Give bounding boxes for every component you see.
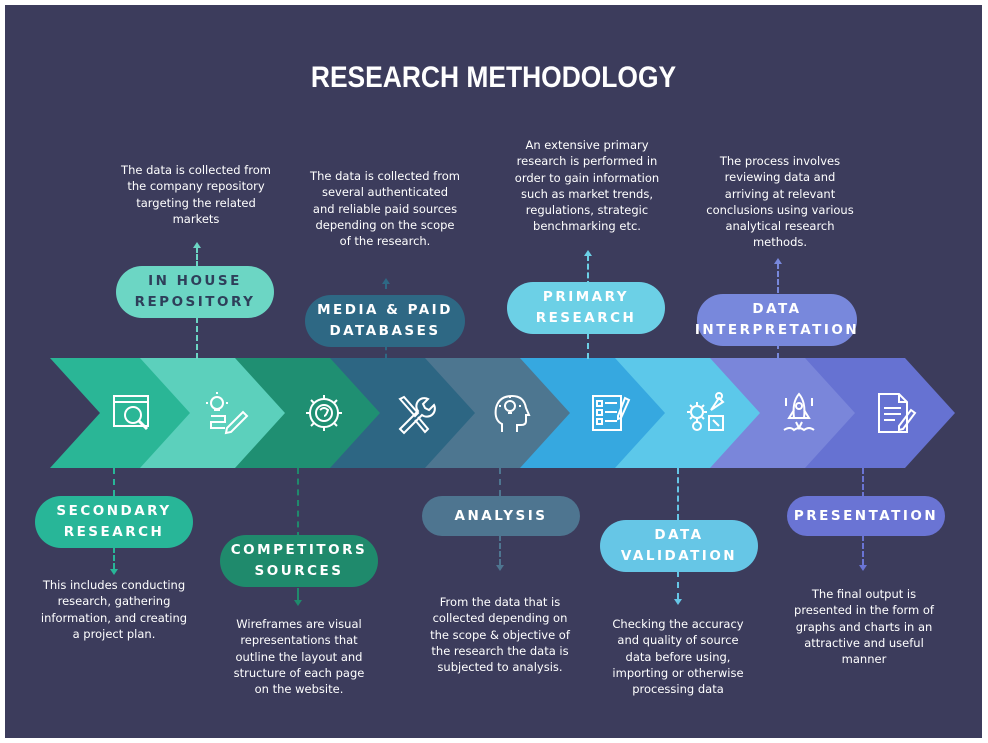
arrowhead-up-icon bbox=[584, 250, 592, 256]
connector-interpretation-down bbox=[777, 343, 779, 359]
connector-validation-down bbox=[677, 571, 679, 599]
connector-interpretation-up bbox=[777, 263, 779, 293]
arrowhead-up-icon bbox=[382, 278, 390, 284]
presentation-label: PRESENTATION bbox=[787, 496, 945, 536]
idea-pencil-icon bbox=[203, 390, 249, 436]
connector-competitors-down bbox=[297, 588, 299, 600]
connector-in-house-down bbox=[196, 317, 198, 359]
wrench-screwdriver-icon bbox=[392, 391, 438, 437]
connector-primary-up bbox=[587, 255, 589, 287]
arrowhead-up-icon bbox=[193, 242, 201, 248]
arrowhead-down-icon bbox=[674, 599, 682, 605]
browser-search-icon bbox=[111, 390, 157, 436]
chevron-interpretation bbox=[710, 358, 860, 468]
chevron-primary bbox=[520, 358, 670, 468]
checklist-icon bbox=[587, 390, 633, 436]
gear-brain-icon bbox=[301, 390, 347, 436]
connector-presentation-down bbox=[862, 535, 864, 565]
connector-competitors-up bbox=[297, 468, 299, 538]
arrowhead-down-icon bbox=[110, 569, 118, 575]
presentation-description: The final output is presented in the for… bbox=[794, 587, 934, 667]
page-title: RESEARCH METHODOLOGY bbox=[310, 61, 677, 94]
connector-primary-down bbox=[587, 333, 589, 359]
competitors-description: Wireframes are visual representations th… bbox=[233, 617, 365, 697]
connector-secondary-up bbox=[113, 468, 115, 496]
validation-description: Checking the accuracy and quality of sou… bbox=[612, 617, 744, 697]
analysis-label: ANALYSIS bbox=[422, 496, 580, 536]
head-idea-icon bbox=[488, 390, 534, 436]
rocket-icon bbox=[776, 390, 822, 436]
connector-analysis-down bbox=[499, 535, 501, 565]
connector-validation-up bbox=[677, 468, 679, 520]
arrowhead-up-icon bbox=[774, 258, 782, 264]
arrowhead-down-icon bbox=[294, 600, 302, 606]
media-description: The data is collected from several authe… bbox=[310, 169, 460, 249]
connector-in-house-up bbox=[196, 247, 198, 267]
arrowhead-down-icon bbox=[496, 565, 504, 571]
in-house-description: The data is collected from the company r… bbox=[121, 163, 271, 226]
chevron-media bbox=[330, 358, 480, 468]
connector-media-up bbox=[385, 283, 387, 301]
chevron-analysis bbox=[425, 358, 575, 468]
interpretation-description: The process involves reviewing data and … bbox=[706, 154, 854, 250]
gears-tools-icon bbox=[683, 390, 729, 436]
connector-presentation-up bbox=[862, 468, 864, 498]
primary-description: An extensive primary research is perform… bbox=[514, 138, 660, 234]
connector-analysis-up bbox=[499, 468, 501, 496]
secondary-description: This includes conducting research, gathe… bbox=[40, 578, 188, 641]
connector-secondary-down bbox=[113, 547, 115, 569]
document-pen-icon bbox=[873, 390, 919, 436]
chevron-in-house bbox=[140, 358, 290, 468]
connector-media-down bbox=[385, 345, 387, 359]
analysis-description: From the data that is collected dependin… bbox=[430, 595, 570, 675]
chevron-secondary bbox=[50, 358, 195, 468]
infographic-canvas: RESEARCH METHODOLOGY bbox=[5, 5, 982, 738]
arrowhead-down-icon bbox=[859, 565, 867, 571]
